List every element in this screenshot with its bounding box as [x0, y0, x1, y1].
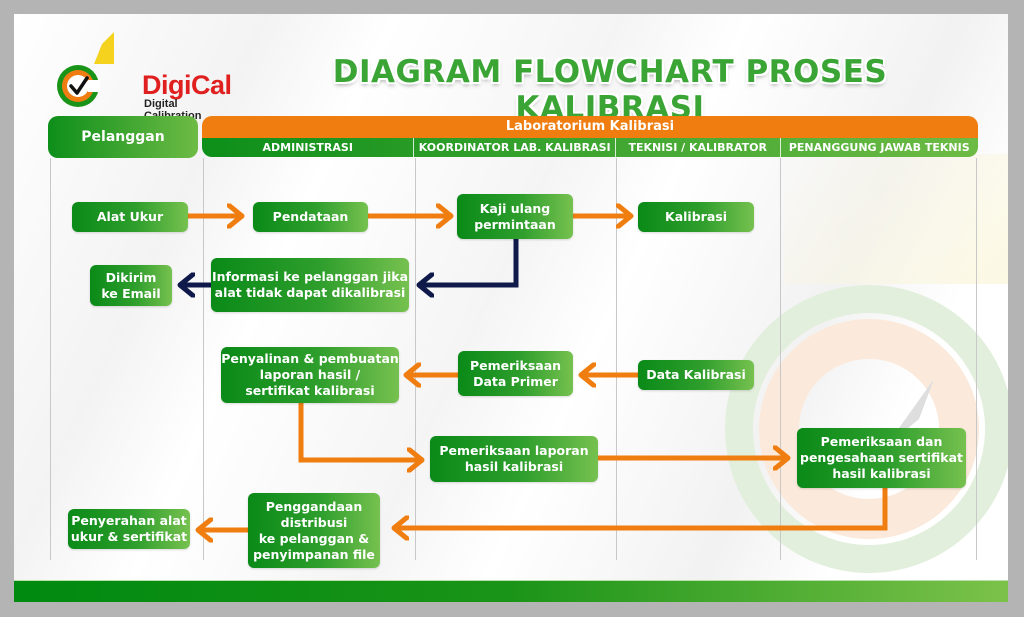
lane-divider — [50, 158, 51, 560]
node-alat-ukur[interactable]: Alat Ukur — [72, 202, 188, 232]
digical-logo: DigiCal Digital Calibration — [54, 30, 232, 122]
node-penyalinan-laporan[interactable]: Penyalinan & pembuatan laporan hasil / s… — [221, 347, 399, 403]
node-dikirim-email[interactable]: Dikirim ke Email — [90, 265, 172, 306]
node-kalibrasi[interactable]: Kalibrasi — [638, 202, 754, 232]
flowchart-canvas: DigiCal Digital Calibration DIAGRAM FLOW… — [14, 14, 1008, 602]
node-pemeriksaan-laporan[interactable]: Pemeriksaan laporan hasil kalibrasi — [430, 436, 598, 482]
node-penggandaan-distribusi[interactable]: Penggandaan distribusi ke pelanggan & pe… — [248, 493, 380, 568]
lane-header-teknisi: TEKNISI / KALIBRATOR — [614, 138, 780, 157]
background-tint — [784, 154, 1008, 284]
node-pemeriksaan-data-primer[interactable]: Pemeriksaan Data Primer — [458, 351, 573, 396]
node-informasi-pelanggan[interactable]: Informasi ke pelanggan jika alat tidak d… — [211, 258, 409, 312]
lane-header-pelanggan: Pelanggan — [48, 116, 198, 158]
lane-header-penanggung-jawab: PENANGGUNG JAWAB TEKNIS — [779, 138, 978, 157]
lane-divider — [203, 158, 204, 560]
lane-header-administrasi: ADMINISTRASI — [262, 141, 353, 154]
logo-mark-icon — [57, 32, 114, 107]
lane-group-header-laboratorium: Laboratorium Kalibrasi — [202, 116, 978, 138]
lane-divider — [616, 158, 617, 560]
node-penyerahan-alat[interactable]: Penyerahan alat ukur & sertifikat — [68, 509, 190, 549]
role-headers: ADMINISTRASI KOORDINATOR LAB. KALIBRASI … — [202, 138, 978, 157]
node-pengesahan-sertifikat[interactable]: Pemeriksaan dan pengesahaan sertifikat h… — [797, 428, 966, 488]
lane-divider — [415, 158, 416, 560]
node-data-kalibrasi[interactable]: Data Kalibrasi — [638, 360, 754, 390]
page-title: DIAGRAM FLOWCHART PROSES KALIBRASI — [332, 54, 888, 126]
lane-divider — [780, 158, 781, 560]
logo-brand: DigiCal — [142, 70, 232, 100]
node-kaji-ulang-permintaan[interactable]: Kaji ulang permintaan — [457, 194, 573, 239]
lane-divider — [976, 158, 977, 560]
lane-header-koordinator: KOORDINATOR LAB. KALIBRASI — [413, 138, 614, 157]
footer-bar — [14, 580, 1008, 602]
node-pendataan[interactable]: Pendataan — [253, 202, 368, 232]
